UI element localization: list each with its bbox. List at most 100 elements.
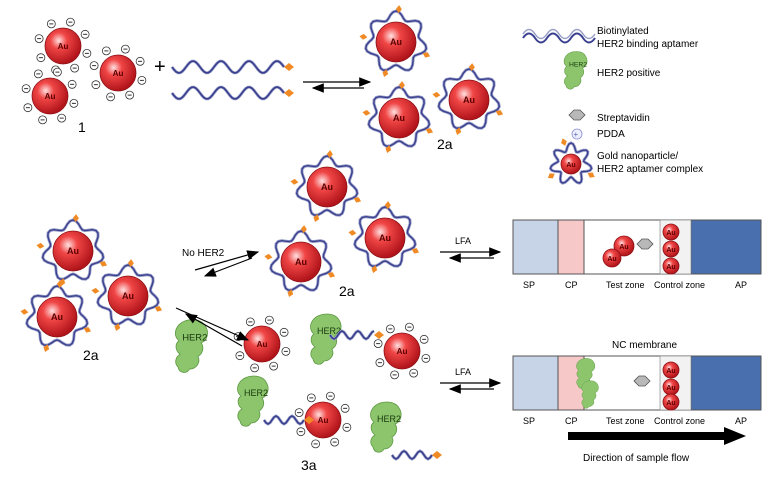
her2-icon-label: HER2: [377, 414, 401, 424]
biotin-tag-icon: [561, 138, 567, 146]
biotin-tag-icon: [374, 331, 384, 339]
au-label: Au: [51, 312, 63, 322]
gold-core: [560, 153, 582, 175]
aptamer-coating: [295, 155, 359, 216]
strip-top-test-label: Test zone: [606, 280, 645, 290]
aptamer-coated-gold-nanoparticle: Au: [20, 280, 92, 353]
flow-direction-label: Direction of sample flow: [583, 453, 690, 464]
aptamer-coating: [269, 230, 333, 291]
strip-top-sp-label: SP: [523, 280, 535, 290]
gold-nanoparticle: Au: [662, 240, 680, 258]
flow-arrow-shaft: [568, 432, 728, 440]
au-label: Au: [45, 92, 56, 101]
her2-icon-label: HER2: [182, 333, 207, 344]
gold-nanoparticle: Au: [613, 235, 635, 257]
strip-bottom-test-label: Test zone: [606, 416, 645, 426]
aptamer-coating: [549, 142, 593, 184]
aptamer-coating: [364, 10, 428, 71]
legend-aptamer-line2: HER2 binding aptamer: [597, 39, 699, 50]
her2-shape: [581, 380, 599, 409]
aptamer-coating: [353, 206, 417, 267]
her2-shape: [174, 319, 208, 373]
her2-protein-icon: HER2: [370, 401, 402, 453]
biotin-tag-icon: [326, 150, 333, 159]
free-aptamer: [171, 86, 285, 100]
strip-top-absorbent-pad: [690, 219, 762, 275]
biotin-tag-icon: [91, 287, 100, 294]
forward-arrow: [175, 307, 250, 341]
biotin-tag-icon: [83, 327, 92, 333]
biotin-tag-icon: [587, 172, 595, 178]
au-label: Au: [318, 416, 329, 425]
gold-core: [107, 275, 149, 317]
gold-core: [613, 235, 635, 257]
aptamer-coating: [25, 285, 89, 346]
biotin-tag-icon: [36, 242, 45, 249]
aptamer-coated-gold-nanoparticle: Au: [264, 225, 336, 298]
biotin-tag-icon: [362, 109, 371, 116]
biotin-tag-icon: [43, 344, 50, 353]
biotin-tag-icon: [395, 5, 402, 14]
complex-legend-icon: Au: [547, 138, 595, 185]
aptamer-coated-gold-nanoparticle: Au: [547, 138, 595, 185]
her2-shape: [310, 313, 342, 365]
aptamer-coating: [96, 264, 160, 325]
au-label: Au: [666, 230, 675, 237]
biotin-tag-icon: [432, 91, 441, 98]
legend-complex-line1: Gold nanoparticle/: [597, 151, 678, 162]
gold-core: [36, 296, 78, 338]
gold-nanoparticle: Au: [662, 393, 680, 411]
her2-protein-icon: HER2: [310, 313, 342, 365]
biotin-tag-icon: [154, 306, 163, 312]
aptamer-legend-icon-shadow: [522, 28, 596, 40]
biotin-tag-icon: [20, 308, 29, 315]
gold-nanoparticle: Au: [21, 67, 79, 125]
her2-icon-label: HER2: [244, 388, 268, 398]
biotin-tag-icon: [348, 229, 357, 236]
au-label: Au: [257, 340, 268, 349]
stage-label-2a-top: 2a: [437, 136, 453, 152]
streptavidin-icon: [636, 238, 654, 250]
strip-top-cp-label: CP: [565, 280, 578, 290]
aptamer-legend-icon: [522, 32, 596, 44]
her2-protein-icon: [581, 380, 599, 409]
gold-core: [662, 257, 680, 275]
strip-top-sample-pad: [512, 219, 559, 275]
biotin-tag-icon: [353, 197, 362, 203]
gold-core: [662, 393, 680, 411]
gold-core: [44, 27, 82, 65]
aptamer-coating: [367, 86, 431, 147]
gold-core: [243, 325, 281, 363]
strip-bottom-absorbent-pad: [690, 355, 762, 411]
aptamer-coated-gold-nanoparticle: Au: [359, 5, 431, 78]
gold-core: [662, 240, 680, 258]
gold-nanoparticle: Au: [662, 223, 680, 241]
biotin-tag-icon: [382, 69, 389, 78]
biotin-tag-icon: [114, 323, 121, 332]
legend-her2: HER2 positive: [597, 68, 661, 79]
biotin-tag-icon: [287, 289, 294, 298]
au-label: Au: [379, 233, 391, 243]
equilibrium-arrows: [175, 77, 502, 394]
gold-core: [448, 79, 490, 121]
biotin-tag-icon: [304, 416, 314, 424]
au-label: Au: [566, 162, 575, 169]
au-label: Au: [666, 368, 675, 375]
gold-nanoparticle: Au: [373, 322, 431, 380]
her2-icon-label: HER2: [569, 62, 587, 69]
gold-nanoparticle: Au: [233, 315, 291, 373]
biotin-tag-icon: [313, 214, 320, 223]
au-label: Au: [390, 37, 402, 47]
strip-top-control-label: Control zone: [654, 280, 705, 290]
au-label: Au: [397, 347, 408, 356]
her2-protein-icon: HER2: [563, 51, 588, 90]
her2-protein-icon: HER2: [174, 319, 208, 373]
gold-core: [52, 230, 94, 272]
biotin-tag-icon: [284, 63, 294, 71]
au-label: Au: [295, 257, 307, 267]
flow-arrow-head: [724, 427, 746, 445]
